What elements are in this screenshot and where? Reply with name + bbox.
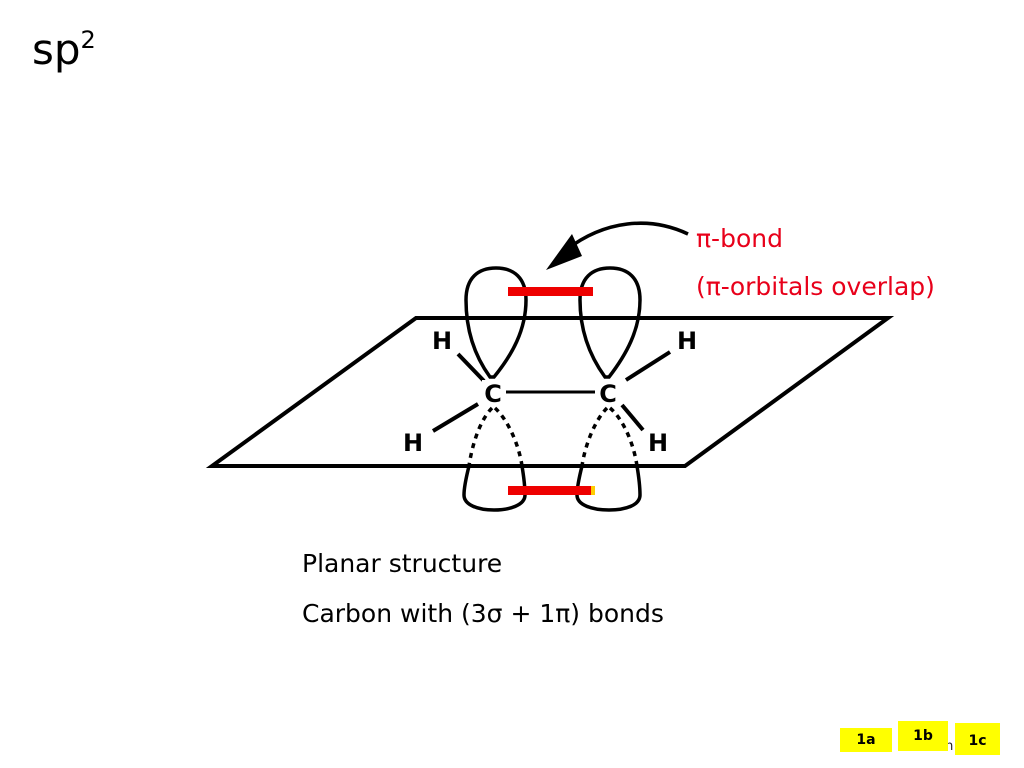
carbon-right-label-bg (597, 380, 619, 406)
caption-planar-structure: Planar structure (302, 549, 503, 578)
nav-button-1c[interactable]: 1c (955, 723, 1000, 755)
hydrogen-top-right-label: H (677, 327, 697, 355)
carbon-right-label: C (599, 380, 617, 408)
slide-title: sp2 (32, 28, 96, 71)
nav-button-1a[interactable]: 1a (840, 728, 892, 752)
p-orbital-upper-left (464, 266, 528, 379)
molecular-plane (205, 316, 895, 468)
c-h-bond-top-right (624, 350, 672, 382)
title-main: sp (32, 25, 81, 74)
hydrogen-bottom-right-label: H (648, 429, 668, 457)
nav-button-1b[interactable]: 1b (898, 721, 948, 751)
pi-bond-arrowhead (546, 234, 582, 270)
pi-overlap-bar-top (508, 287, 593, 296)
p-orbital-upper-right (578, 266, 642, 379)
caption-bond-count: Carbon with (3σ + 1π) bonds (302, 599, 664, 628)
c-h-bond-bottom-right (620, 403, 645, 432)
pi-bond-label: π-bond (696, 224, 783, 253)
carbon-left-label: C (484, 380, 502, 408)
pi-bond-arrow (564, 221, 689, 252)
pi-orbitals-overlap-label: (π-orbitals overlap) (696, 272, 935, 301)
p-orbital-lower-right-hidden (580, 406, 639, 467)
p-orbital-lower-left-hidden (467, 406, 524, 467)
pi-overlap-bar-bottom-tip (591, 486, 595, 495)
pi-overlap-bar-bottom (508, 486, 595, 495)
title-superscript: 2 (80, 26, 96, 54)
c-h-bond-bottom-left (431, 402, 480, 433)
c-h-bond-top-left (456, 352, 486, 383)
hydrogen-bottom-left-label: H (403, 429, 423, 457)
hydrogen-top-left-label: H (432, 327, 452, 355)
carbon-left-label-bg (482, 380, 504, 406)
